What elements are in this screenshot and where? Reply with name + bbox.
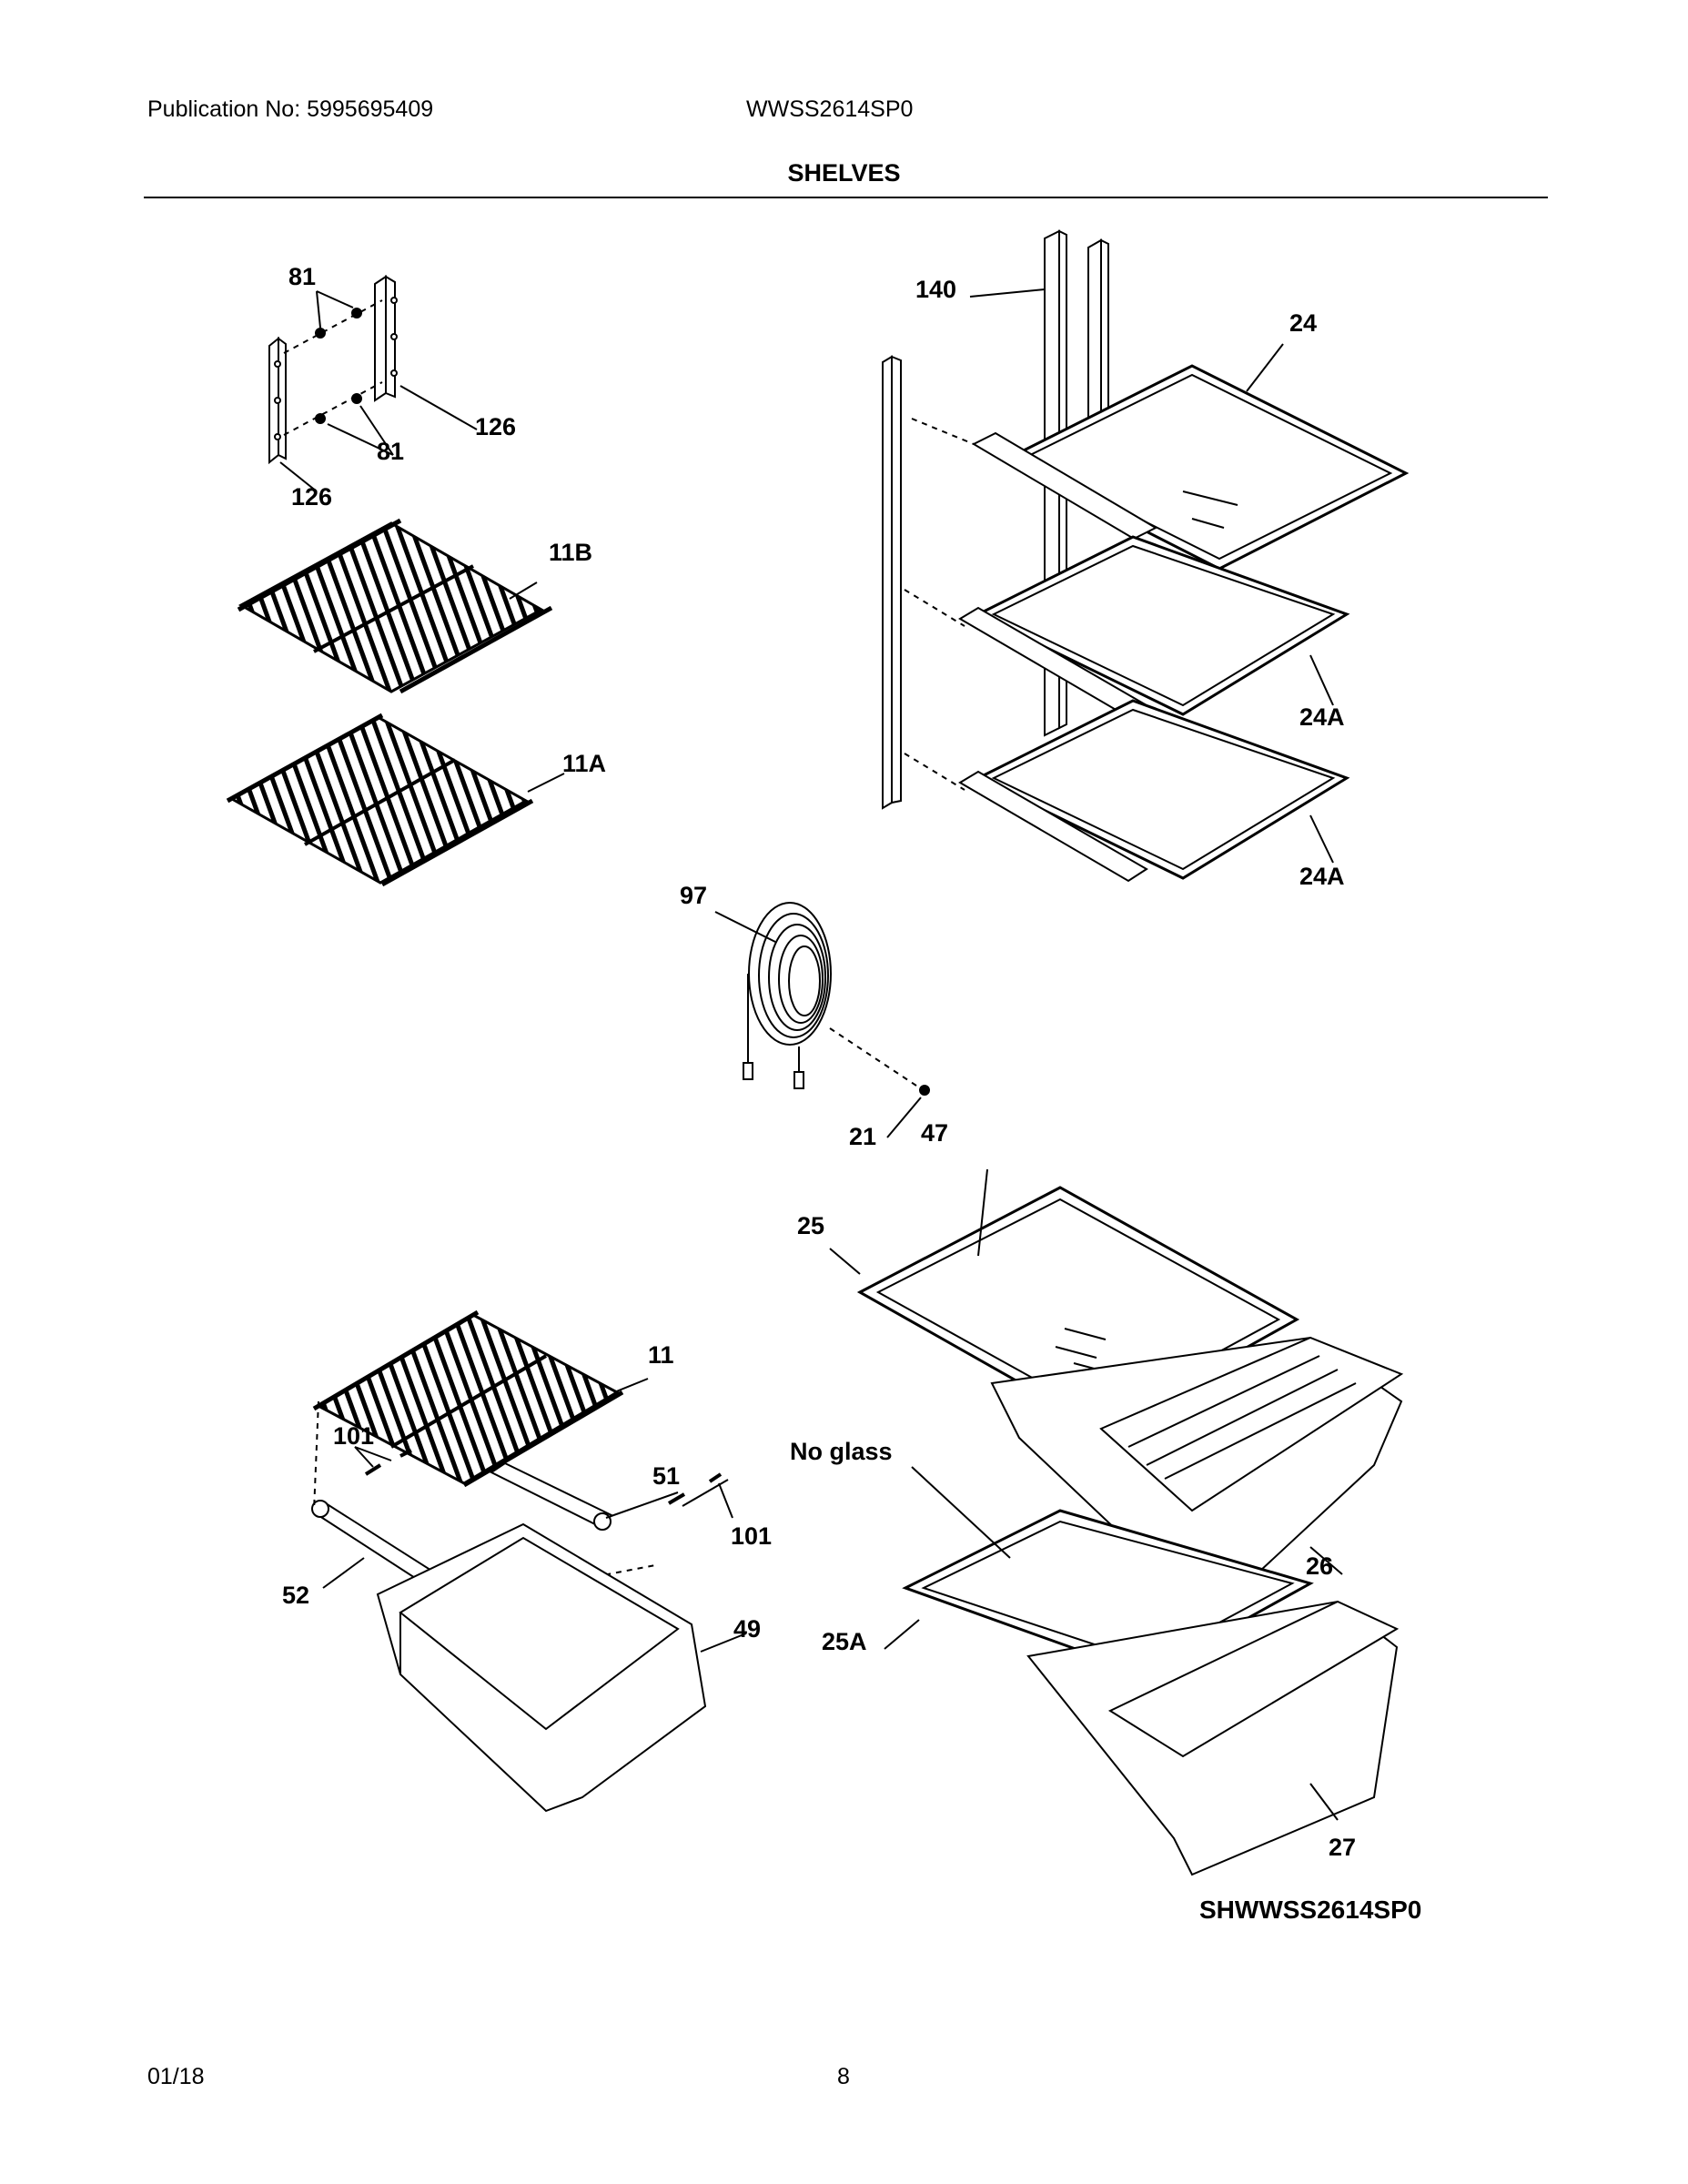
label-11b: 11B [549, 539, 592, 566]
label-24: 24 [1289, 309, 1317, 337]
label-52: 52 [282, 1582, 309, 1609]
label-no-glass: No glass [790, 1438, 893, 1465]
glass-shelf-24a-mid [904, 535, 1350, 719]
label-126-right: 126 [475, 413, 516, 440]
label-97: 97 [680, 882, 707, 909]
label-24a-mid: 24A [1299, 703, 1345, 731]
label-81-top: 81 [288, 263, 316, 290]
label-101-left: 101 [333, 1422, 374, 1450]
footer-date: 01/18 [147, 2064, 205, 2089]
shelf-bracket-assembly [268, 275, 478, 492]
section-title: SHELVES [787, 159, 901, 187]
label-126-left: 126 [291, 483, 332, 511]
bin-49 [376, 1522, 747, 1813]
heater-coil-97 [714, 902, 930, 1138]
label-81-bottom: 81 [377, 438, 404, 465]
wire-shelf-11b [237, 518, 553, 694]
shelf-rails [882, 229, 1109, 810]
label-101-right: 101 [731, 1522, 772, 1550]
model-number: WWSS2614SP0 [746, 96, 914, 122]
footer-page-number: 8 [837, 2064, 850, 2089]
crisper-drawer-26 [990, 1336, 1404, 1603]
label-140: 140 [915, 276, 956, 303]
glass-shelf-24 [911, 343, 1410, 571]
header-rule [144, 197, 1548, 198]
label-26: 26 [1306, 1552, 1333, 1580]
drawer-27 [1026, 1600, 1400, 1876]
glass-shelf-24a-low [904, 699, 1350, 883]
label-11: 11 [648, 1341, 674, 1369]
publication-number: Publication No: 5995695409 [147, 96, 434, 122]
label-21: 21 [849, 1123, 876, 1150]
label-25: 25 [797, 1212, 824, 1239]
label-24a-low: 24A [1299, 863, 1345, 890]
label-11a: 11A [562, 750, 606, 777]
label-25a: 25A [822, 1628, 867, 1655]
label-51: 51 [652, 1462, 680, 1490]
label-49: 49 [733, 1615, 761, 1643]
wire-shelf-11a [226, 713, 565, 887]
label-47: 47 [921, 1119, 948, 1147]
bracket-right [374, 275, 387, 402]
label-27: 27 [1329, 1834, 1356, 1861]
diagram-code: SHWWSS2614SP0 [1199, 1896, 1421, 1924]
